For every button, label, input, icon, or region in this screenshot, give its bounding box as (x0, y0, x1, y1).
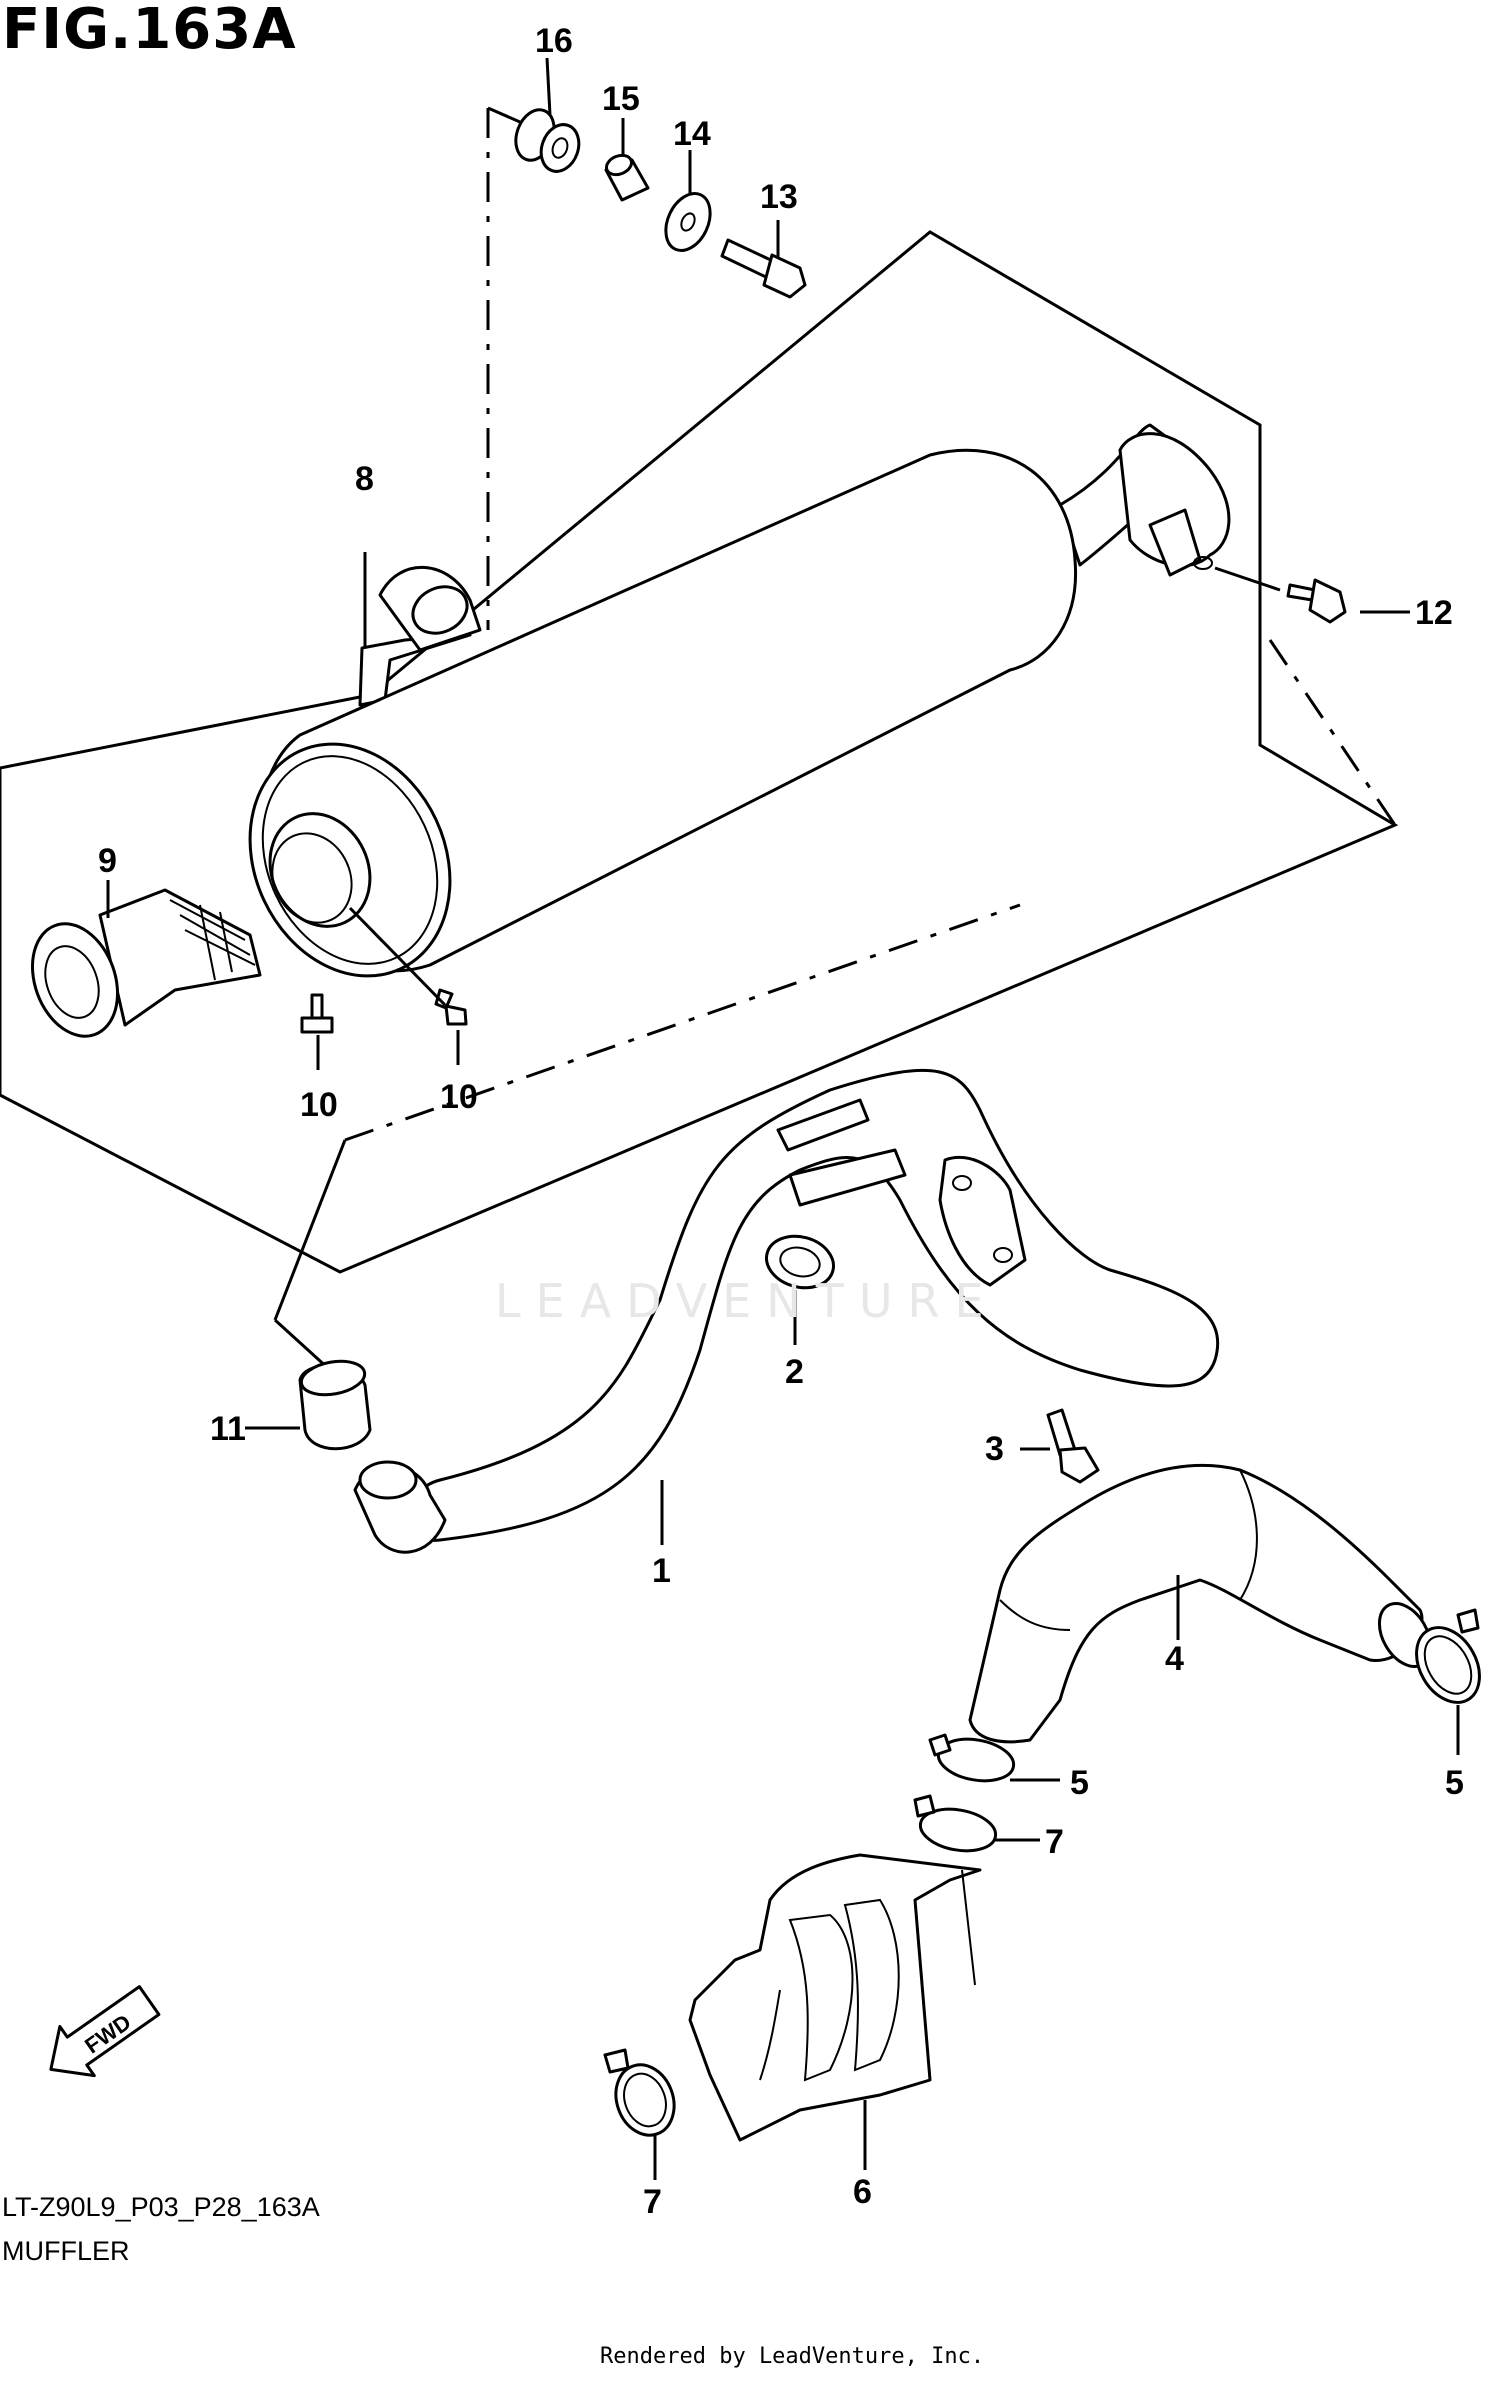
clamp-part-7b (603, 2048, 676, 2137)
watermark-text: LEADVENTURE (495, 1274, 999, 1328)
callout-7a: 7 (1045, 1823, 1064, 1861)
screw-part-10b (434, 988, 468, 1026)
spark-arrester-part (30, 888, 262, 1038)
clamp-part-7a (913, 1794, 998, 1853)
figure-code: LT-Z90L9_P03_P28_163A (2, 2192, 320, 2222)
callout-5a: 5 (1070, 1764, 1089, 1802)
collar-part (604, 153, 650, 202)
callout-8: 8 (355, 460, 374, 498)
callout-labels: 16 15 14 13 8 12 9 10 10 2 3 11 1 4 5 5 … (98, 22, 1464, 2221)
callout-4: 4 (1165, 1640, 1184, 1678)
exhaust-pipe-part-4 (968, 1463, 1433, 1744)
callout-11: 11 (210, 1410, 246, 1448)
callout-15: 15 (602, 80, 640, 118)
callout-5b: 5 (1445, 1764, 1464, 1802)
render-credit: Rendered by LeadVenture, Inc. (600, 2344, 985, 2369)
bolt-part-12 (1286, 578, 1347, 624)
callout-14: 14 (673, 115, 711, 153)
callout-7b: 7 (643, 2183, 662, 2221)
screw-part-10a (300, 993, 334, 1034)
figure-title: FIG.163A (2, 0, 297, 62)
gasket-part (765, 1234, 835, 1290)
callout-3: 3 (985, 1430, 1004, 1468)
callout-6: 6 (853, 2173, 872, 2211)
callout-16: 16 (535, 22, 573, 60)
callout-13: 13 (760, 178, 798, 216)
callout-12: 12 (1415, 594, 1453, 632)
callout-1: 1 (652, 1552, 671, 1590)
bushing-part (298, 1359, 372, 1451)
callout-9: 9 (98, 842, 117, 880)
callout-2: 2 (785, 1353, 804, 1391)
washer-part (664, 192, 712, 252)
figure-name: MUFFLER (2, 2236, 130, 2266)
muffler-part (248, 423, 1231, 978)
leader-lines (106, 57, 1460, 2180)
heat-shield-part (688, 1853, 982, 2142)
grommet-part (514, 108, 581, 173)
clamp-part-5b (1415, 1608, 1481, 1704)
assembly-guide-lines (273, 106, 1397, 1372)
callout-10a: 10 (300, 1086, 338, 1124)
exhaust-pipe-part-1 (353, 1068, 1220, 1554)
bolt-part-3 (1046, 1408, 1100, 1484)
bolt-part-13 (720, 238, 807, 299)
clamp-part-5a (928, 1733, 1016, 1783)
fwd-arrow-icon: FWD (49, 1985, 161, 2078)
callout-10b: 10 (440, 1078, 478, 1116)
